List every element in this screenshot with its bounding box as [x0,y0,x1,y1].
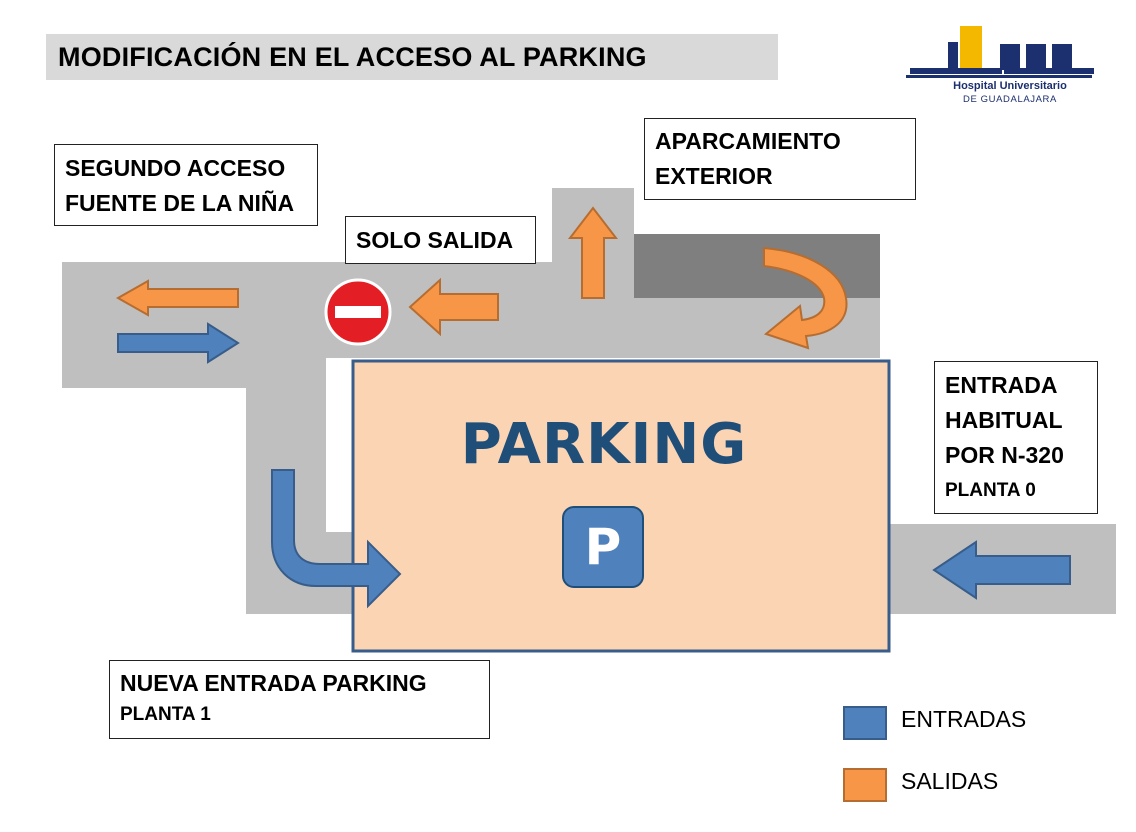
hospital-logo [906,26,1094,78]
legend-label-salidas: SALIDAS [901,768,999,794]
label-aparcamiento-exterior: APARCAMIENTO EXTERIOR [644,118,916,200]
label-segundo-acceso-line2: FUENTE DE LA NIÑA [65,190,295,216]
label-solo-salida-text: SOLO SALIDA [356,227,514,253]
exit-arrow-u-turn [763,246,848,350]
label-aparcamiento-line1: APARCAMIENTO [655,128,841,154]
label-entrada-habitual: ENTRADA HABITUAL POR N-320 PLANTA 0 [934,361,1098,514]
label-nueva-entrada-line1: NUEVA ENTRADA PARKING [120,670,427,696]
label-entrada-habitual-line1: ENTRADA [945,372,1058,398]
legend-swatch-entradas [843,706,887,740]
label-entrada-habitual-line3: POR N-320 [945,442,1064,468]
exit-arrow-left-middle [408,277,499,337]
entry-arrow-right-top [117,322,240,364]
label-nueva-entrada: NUEVA ENTRADA PARKING PLANTA 1 [109,660,490,739]
no-entry-icon [324,278,392,346]
label-nueva-entrada-line2: PLANTA 1 [120,704,211,725]
entry-arrow-left-east [932,540,1071,600]
entry-arrow-curve-bottom [271,469,402,609]
label-solo-salida: SOLO SALIDA [345,216,536,264]
label-segundo-acceso-line1: SEGUNDO ACCESO [65,155,286,181]
legend-label-entradas: ENTRADAS [901,706,1027,732]
exit-arrow-left-top [115,279,239,317]
page-title: MODIFICACIÓN EN EL ACCESO AL PARKING [46,34,778,80]
parking-title: PARKING [460,412,748,477]
label-aparcamiento-line2: EXTERIOR [655,163,773,189]
logo-text-hospital: Hospital Universitario [953,80,1067,92]
label-entrada-habitual-line4: PLANTA 0 [945,480,1036,501]
logo-text-guadalajara: DE GUADALAJARA [963,94,1057,105]
label-entrada-habitual-line2: HABITUAL [945,407,1063,433]
parking-p-icon: P [562,506,644,588]
exit-arrow-up [567,206,619,299]
label-segundo-acceso: SEGUNDO ACCESO FUENTE DE LA NIÑA [54,144,318,226]
legend-swatch-salidas [843,768,887,802]
